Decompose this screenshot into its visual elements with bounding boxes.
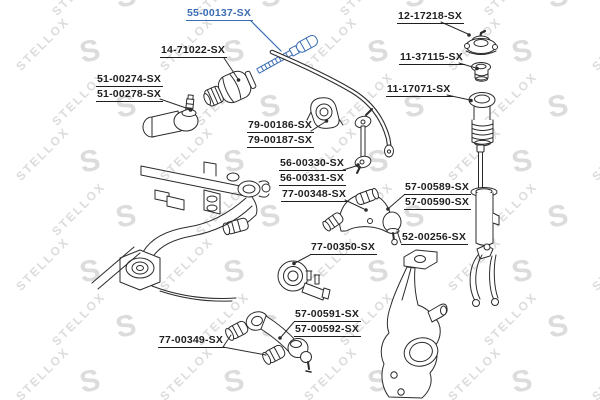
lower-arm-bushing-front-drawing <box>224 320 250 342</box>
part-number-text[interactable]: 51-00274-SX <box>96 73 164 87</box>
part-number-text[interactable]: 51-00278-SX <box>96 88 164 102</box>
part-number-text[interactable]: 55-00137-SX <box>186 7 254 21</box>
part-label-12-17218-SX[interactable]: 12-17218-SX <box>397 10 465 26</box>
part-label-14-71022-SX[interactable]: 14-71022-SX <box>160 44 228 60</box>
lower-arm-drawing <box>244 309 312 372</box>
shock-absorber-drawing <box>471 145 499 245</box>
steering-boot-drawing <box>199 66 258 113</box>
part-number-text[interactable]: 77-00349-SX <box>158 334 226 348</box>
part-number-text[interactable]: 57-00592-SX <box>294 323 362 337</box>
part-number-text[interactable]: 14-71022-SX <box>160 44 228 58</box>
part-label-77-00348-SX[interactable]: 77-00348-SX <box>281 188 349 204</box>
leader-55-00137 <box>251 21 281 51</box>
part-label-11-37115-SX[interactable]: 11-37115-SX <box>399 52 465 67</box>
part-number-text[interactable]: 56-00330-SX <box>279 157 347 171</box>
bracket-bushing-drawing <box>278 261 330 300</box>
subframe-drawing <box>92 162 270 301</box>
strut-mount-drawing <box>465 31 498 55</box>
bump-stop-drawing <box>472 63 491 82</box>
part-number-text[interactable]: 57-00589-SX <box>404 181 472 195</box>
part-number-text[interactable]: 57-00591-SX <box>294 308 362 322</box>
part-number-text[interactable]: 79-00186-SX <box>247 119 315 133</box>
part-label-77-00349-SX[interactable]: 77-00349-SX <box>158 334 226 350</box>
part-label-52-00256-SX[interactable]: 52-00256-SX <box>401 231 469 247</box>
part-number-text[interactable]: 52-00256-SX <box>401 231 469 245</box>
part-number-text[interactable]: 11-17071-SX <box>386 83 453 97</box>
part-label-11-17071-SX[interactable]: 11-17071-SX <box>386 84 453 99</box>
stabilizer-bar-drawing <box>272 52 394 157</box>
part-label-55-00137-SX[interactable]: 55-00137-SX <box>186 7 254 23</box>
part-number-text[interactable]: 12-17218-SX <box>397 10 465 24</box>
upper-control-arm-drawing <box>321 188 401 245</box>
part-number-text[interactable]: 56-00331-SX <box>279 172 347 186</box>
part-label-77-00350-SX[interactable]: 77-00350-SX <box>310 241 378 257</box>
part-number-text[interactable]: 79-00187-SX <box>247 134 315 148</box>
tie-rod-end-drawing <box>143 95 198 137</box>
stabilizer-bushing-drawing <box>307 98 343 129</box>
steering-knuckle-drawing <box>381 250 447 398</box>
fork-clamp-drawing <box>470 244 498 307</box>
part-number-text[interactable]: 57-00590-SX <box>404 196 472 210</box>
part-number-text[interactable]: 77-00350-SX <box>310 241 378 255</box>
part-number-text[interactable]: 77-00348-SX <box>281 188 349 202</box>
leader-lines <box>160 21 479 355</box>
lower-arm-bushing-rear-drawing <box>261 344 287 366</box>
part-number-text[interactable]: 11-37115-SX <box>399 51 465 65</box>
